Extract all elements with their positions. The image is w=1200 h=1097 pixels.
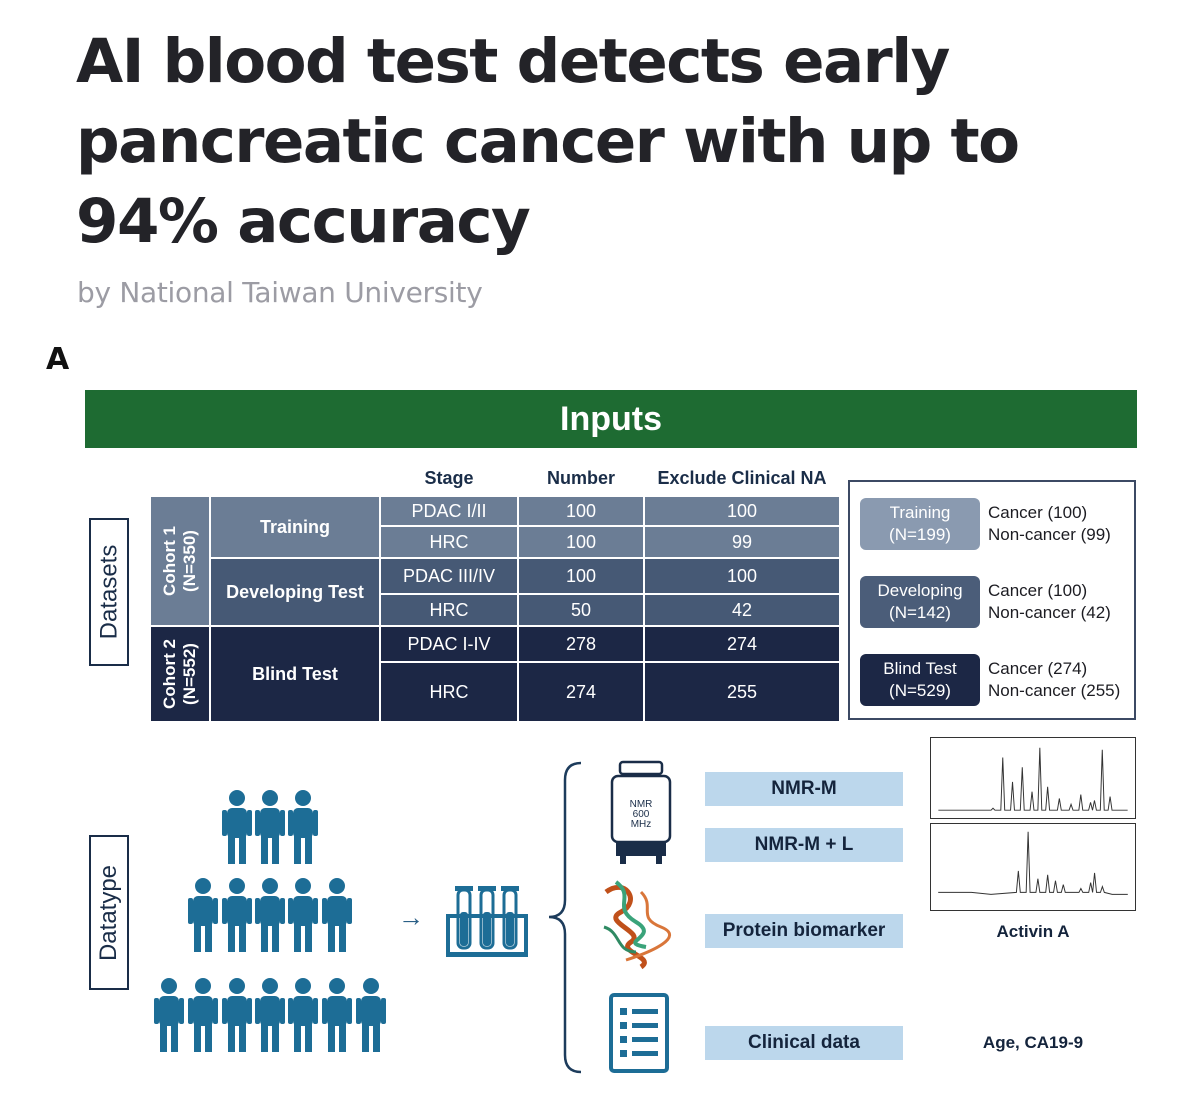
- group-developing-cell: Developing Test: [210, 558, 380, 626]
- datasets-label: Datasets: [89, 518, 129, 666]
- datatype-protein: Protein biomarker: [705, 914, 903, 948]
- legend-training-text: Cancer (100)Non-cancer (99): [988, 503, 1111, 544]
- protein-structure-icon: [603, 880, 671, 970]
- legend-developing-pill: Developing(N=142): [860, 576, 980, 628]
- table-cell-stage: PDAC III/IV: [380, 558, 518, 594]
- test-tubes-icon: [446, 886, 528, 957]
- table-cell-stage: HRC: [380, 594, 518, 626]
- group-training-cell: Training: [210, 496, 380, 558]
- datatype-label: Datatype: [89, 835, 129, 990]
- panel-letter: A: [46, 342, 70, 377]
- inputs-header: Inputs: [85, 390, 1137, 448]
- datatype-nmr-m: NMR-M: [705, 772, 903, 806]
- clinical-value: Age, CA19-9: [982, 1033, 1084, 1052]
- legend-blind-text: Cancer (274)Non-cancer (255): [988, 659, 1121, 700]
- curly-brace-icon: [548, 761, 582, 1074]
- legend-developing-text: Cancer (100)Non-cancer (42): [988, 581, 1111, 622]
- table-cell-number: 278: [518, 626, 644, 662]
- table-cell-number: 274: [518, 662, 644, 722]
- nmr-spectrometer-icon: NMR 600 MHz: [610, 760, 672, 865]
- table-cell-stage: PDAC I-IV: [380, 626, 518, 662]
- article-byline[interactable]: by National Taiwan University: [77, 276, 483, 309]
- table-cell-number: 100: [518, 526, 644, 558]
- col-header-stage: Stage: [424, 468, 474, 488]
- cohort-legend: Training(N=199) Cancer (100)Non-cancer (…: [848, 480, 1136, 720]
- table-cell-stage: PDAC I/II: [380, 496, 518, 526]
- people-pyramid-icon: [154, 790, 386, 1052]
- table-cell-exclude: 255: [644, 662, 840, 722]
- activin-a-value: Activin A: [996, 922, 1070, 941]
- col-header-number: Number: [546, 468, 615, 488]
- table-cell-exclude: 42: [644, 594, 840, 626]
- col-header-exclude: Exclude Clinical NA: [657, 468, 827, 488]
- nmr-m-l-spectrum: [930, 823, 1136, 911]
- nmr-m-spectrum: [930, 737, 1136, 819]
- datatype-nmr-m-l: NMR-M + L: [705, 828, 903, 862]
- cohort-2-cell: Cohort 2(N=552): [150, 626, 210, 722]
- table-cell-stage: HRC: [380, 526, 518, 558]
- table-cell-number: 50: [518, 594, 644, 626]
- table-cell-stage: HRC: [380, 662, 518, 722]
- table-cell-number: 100: [518, 558, 644, 594]
- table-cell-exclude: 274: [644, 626, 840, 662]
- table-cell-exclude: 99: [644, 526, 840, 558]
- table-cell-number: 100: [518, 496, 644, 526]
- cohort-1-cell: Cohort 1(N=350): [150, 496, 210, 626]
- table-cell-exclude: 100: [644, 558, 840, 594]
- table-cell-exclude: 100: [644, 496, 840, 526]
- arrow-right-icon: →: [398, 902, 424, 932]
- legend-blind-pill: Blind Test(N=529): [860, 654, 980, 706]
- checklist-icon: [609, 993, 669, 1073]
- figure-panel: A Inputs Datasets Stage Number Exclude C…: [40, 340, 1160, 1090]
- legend-training-pill: Training(N=199): [860, 498, 980, 550]
- group-blind-cell: Blind Test: [210, 626, 380, 722]
- inputs-title: Inputs: [560, 399, 662, 438]
- datatype-clinical: Clinical data: [705, 1026, 903, 1060]
- article-title: AI blood test detects early pancreatic c…: [76, 26, 1020, 257]
